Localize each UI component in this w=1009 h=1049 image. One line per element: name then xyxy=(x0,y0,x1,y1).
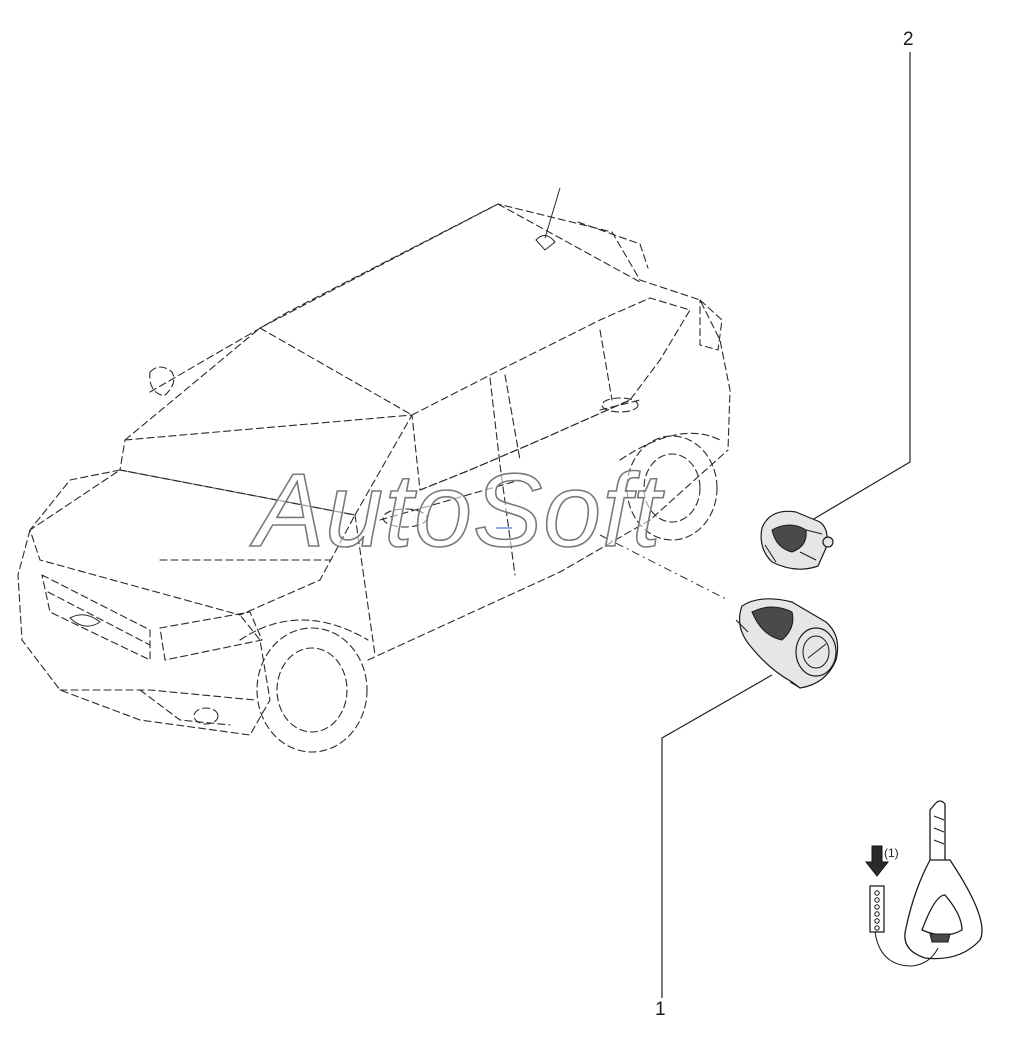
callout-number-1: 1 xyxy=(655,999,666,1020)
assembly-path-line xyxy=(599,534,729,601)
leader-line-1 xyxy=(661,674,773,998)
ignition-lock-cylinder-icon xyxy=(735,598,839,689)
lock-cylinder-icon xyxy=(760,510,834,570)
leader-line-2 xyxy=(811,52,911,521)
key-note-label: (1) xyxy=(884,846,899,860)
transponder-key-icon xyxy=(874,800,983,967)
callout-number-2: 2 xyxy=(903,29,914,50)
down-arrow-icon xyxy=(864,845,890,877)
transponder-chip-icon xyxy=(869,885,885,933)
suv-outline-icon xyxy=(17,187,731,753)
